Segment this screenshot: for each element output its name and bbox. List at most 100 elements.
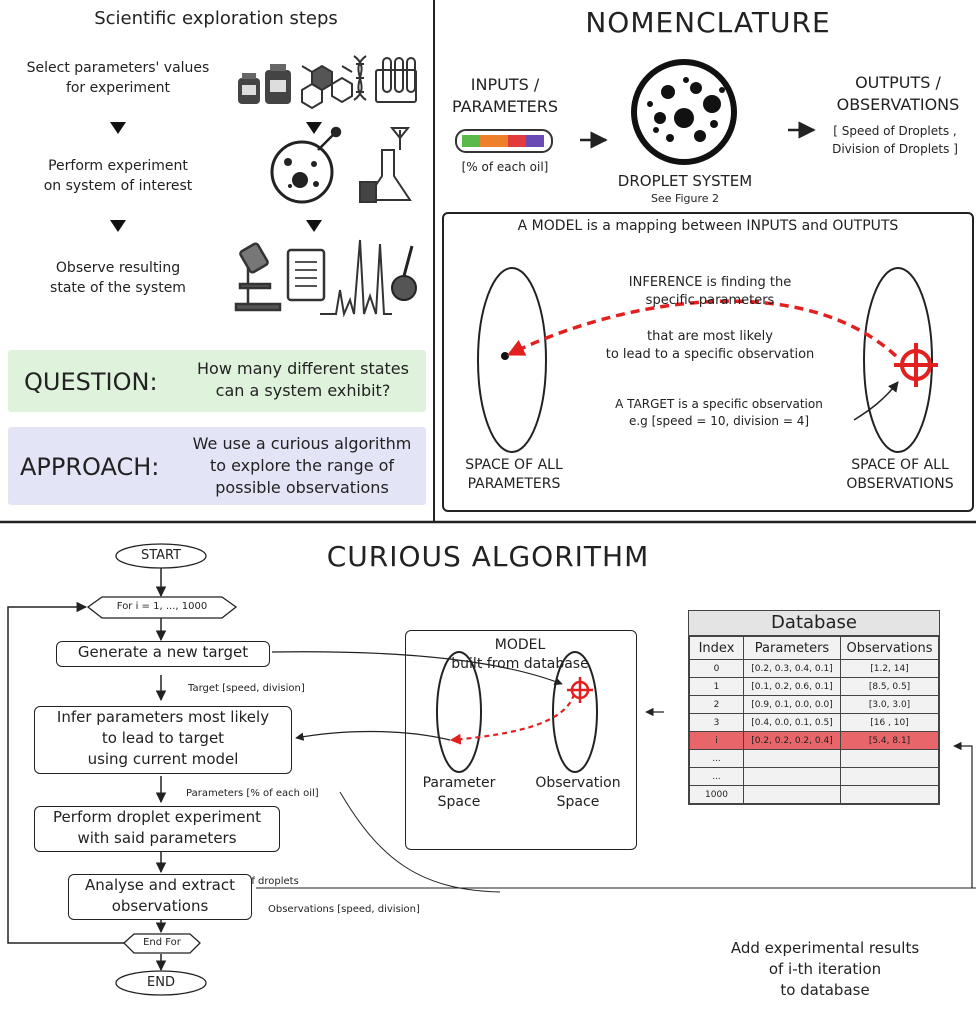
table-cell: [0.1, 0.2, 0.6, 0.1] (743, 677, 841, 696)
end-label: END (147, 975, 175, 990)
column-header: Parameters (743, 636, 841, 660)
video-flow-label: Video of droplets (214, 876, 299, 887)
for-loop-shape (86, 596, 238, 619)
inference-text: INFERENCE is finding the specific parame… (590, 274, 830, 310)
question-label: QUESTION: (24, 368, 158, 396)
table-row: ... (689, 749, 939, 768)
table-cell: [1.2, 14] (840, 659, 939, 678)
table-cell: 1 (689, 677, 744, 696)
table-cell: [5.4, 8.1] (840, 731, 939, 750)
text-line: [ Speed of Droplets , (833, 124, 957, 138)
params-flow-label: Parameters [% of each oil] (186, 788, 319, 799)
step-line: Select parameters' values (26, 60, 210, 76)
text-line: with said parameters (77, 829, 237, 847)
droplet-system-icon (631, 59, 737, 165)
left-space-label: SPACE OF ALL PARAMETERS (448, 456, 580, 494)
system-note: See Figure 2 (650, 192, 720, 205)
table-cell (743, 767, 841, 786)
outputs-label: OUTPUTS / OBSERVATIONS (820, 72, 976, 116)
text-line: PARAMETERS (451, 97, 559, 116)
text-line: Space (556, 794, 600, 810)
inference-text-2: that are most likely to lead to a specif… (580, 328, 840, 364)
table-cell (743, 785, 841, 804)
text-line: Analyse and extract (84, 876, 235, 894)
text-line: Add experimental results (730, 939, 920, 957)
end-for-label: End For (143, 937, 181, 948)
text-line: INPUTS / (470, 75, 540, 94)
inputs-note: [% of each oil] (461, 160, 549, 174)
step-arrow (110, 220, 126, 232)
table-cell: 3 (689, 713, 744, 732)
target-icon (894, 343, 938, 387)
approach-text: We use a curious algorithm to explore th… (174, 433, 430, 499)
question-box: QUESTION: How many different states can … (8, 350, 426, 412)
text-line: specific parameters (645, 293, 775, 308)
text-line: Perform droplet experiment (53, 808, 261, 826)
database-grid: Index Parameters Observations 0[0.2, 0.3… (689, 636, 939, 804)
obs-flow-label: Observations [speed, division] (268, 904, 420, 915)
table-cell: 0 (689, 659, 744, 678)
text-line: possible observations (215, 478, 389, 497)
right-space-label: SPACE OF ALL OBSERVATIONS (830, 456, 970, 494)
text-line: e.g [speed = 10, division = 4] (628, 414, 810, 428)
table-row: 1000 (689, 785, 939, 804)
table-cell (840, 767, 939, 786)
text-line: MODEL (494, 637, 546, 653)
start-label: START (140, 548, 182, 563)
jars-icon (238, 64, 291, 104)
for-loop-label: For i = 1, ..., 1000 (116, 601, 208, 612)
step-observe-label: Observe resulting state of the system (0, 258, 238, 298)
text-line: SPACE OF ALL (851, 457, 949, 473)
text-line: Parameter (422, 775, 496, 791)
microscope-icon (234, 242, 282, 312)
target-text: A TARGET is a specific observation e.g [… (584, 396, 854, 430)
table-cell: ... (689, 749, 744, 768)
steps-title: Scientific exploration steps (94, 8, 338, 29)
inference-arrow (506, 299, 898, 358)
model-box (442, 212, 974, 512)
system-label: DROPLET SYSTEM (617, 172, 753, 190)
table-row: 1[0.1, 0.2, 0.6, 0.1][8.5, 0.5] (689, 677, 939, 696)
text-line: to explore the range of (209, 456, 395, 475)
step-line: for experiment (65, 80, 171, 96)
model-panel-title: MODEL built from database (405, 636, 635, 674)
table-cell: [16 , 10] (840, 713, 939, 732)
step-line: state of the system (50, 280, 186, 296)
document-icon (286, 248, 326, 302)
nomenclature-title: NOMENCLATURE (585, 6, 831, 39)
table-cell (840, 785, 939, 804)
table-header-row: Index Parameters Observations (689, 636, 939, 660)
table-cell (743, 749, 841, 768)
petri-dish-icon (270, 140, 334, 204)
table-cell: [0.4, 0.0, 0.1, 0.5] (743, 713, 841, 732)
question-text: How many different states can a system e… (178, 358, 428, 402)
target-flow-label: Target [speed, division] (188, 683, 305, 694)
model-title: A MODEL is a mapping between INPUTS and … (517, 218, 899, 234)
table-cell: i (689, 731, 744, 750)
text-line: INFERENCE is finding the (628, 275, 792, 290)
test-tubes-icon (375, 57, 417, 103)
column-header: Observations (840, 636, 939, 660)
text-line: How many different states (197, 359, 409, 378)
text-line: Space (437, 794, 481, 810)
step-line: on system of interest (43, 178, 193, 194)
step-select-label: Select parameters' values for experiment (0, 58, 238, 98)
inputs-label: INPUTS / PARAMETERS (440, 74, 570, 118)
test-tube-icon (455, 129, 553, 153)
table-row: ... (689, 767, 939, 786)
observation-space-ellipse (863, 267, 933, 453)
table-cell: [0.2, 0.3, 0.4, 0.1] (743, 659, 841, 678)
table-cell (840, 749, 939, 768)
text-line: OBSERVATIONS (846, 476, 954, 492)
text-line: Observation (535, 775, 621, 791)
start-oval (115, 543, 207, 569)
text-line: SPACE OF ALL (465, 457, 563, 473)
text-line: PARAMETERS (467, 476, 561, 492)
database-title: Database (689, 611, 939, 636)
table-row: 2[0.9, 0.1, 0.0, 0.0][3.0, 3.0] (689, 695, 939, 714)
text-line: can a system exhibit? (215, 381, 391, 400)
table-cell: ... (689, 767, 744, 786)
step-line: Observe resulting (55, 260, 181, 276)
step-arrow (306, 122, 322, 134)
